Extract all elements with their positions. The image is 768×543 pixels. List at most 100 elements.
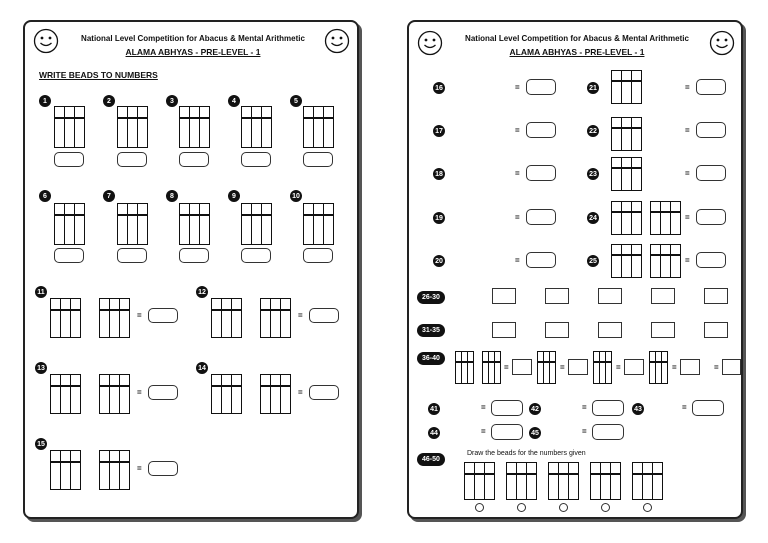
answer-box[interactable]: [598, 288, 622, 304]
abacus-frame: [650, 244, 681, 278]
number-circle[interactable]: [475, 503, 484, 512]
answer-box[interactable]: [117, 248, 147, 263]
answer-box[interactable]: [704, 322, 728, 338]
equals-sign: =: [137, 388, 142, 397]
equals-sign: =: [504, 363, 509, 372]
abacus-frame: [260, 374, 291, 414]
equals-sign: =: [515, 126, 520, 135]
answer-box[interactable]: [309, 385, 339, 400]
smiley-face-icon: [709, 30, 735, 56]
number-circle[interactable]: [517, 503, 526, 512]
abacus-frame: [241, 106, 272, 148]
number-circle[interactable]: [559, 503, 568, 512]
equals-sign: =: [298, 388, 303, 397]
abacus-frame: [650, 201, 681, 235]
answer-box[interactable]: [722, 359, 741, 375]
equals-sign: =: [685, 169, 690, 178]
question-number: 43: [632, 403, 644, 415]
answer-box[interactable]: [241, 152, 271, 167]
abacus-frame: [179, 203, 210, 245]
abacus-frame: [54, 106, 85, 148]
answer-box[interactable]: [696, 209, 726, 225]
answer-box[interactable]: [241, 248, 271, 263]
answer-box[interactable]: [526, 165, 556, 181]
abacus-frame: [179, 106, 210, 148]
abacus-frame: [99, 298, 130, 338]
answer-box[interactable]: [491, 424, 523, 440]
question-number: 1: [39, 95, 51, 107]
answer-box[interactable]: [303, 152, 333, 167]
answer-box[interactable]: [651, 322, 675, 338]
answer-box[interactable]: [54, 152, 84, 167]
abacus-frame: [611, 157, 642, 191]
answer-box[interactable]: [492, 322, 516, 338]
answer-box[interactable]: [692, 400, 724, 416]
abacus-frame: [611, 117, 642, 151]
answer-box[interactable]: [179, 248, 209, 263]
abacus-frame: [548, 462, 579, 500]
equals-sign: =: [616, 363, 621, 372]
equals-sign: =: [481, 403, 486, 412]
answer-box[interactable]: [545, 288, 569, 304]
range-label: 36-40: [417, 352, 445, 365]
question-number: 24: [587, 212, 599, 224]
answer-box[interactable]: [598, 322, 622, 338]
answer-box[interactable]: [680, 359, 700, 375]
abacus-frame: [211, 374, 242, 414]
equals-sign: =: [685, 213, 690, 222]
equals-sign: =: [582, 427, 587, 436]
answer-box[interactable]: [526, 209, 556, 225]
answer-box[interactable]: [592, 400, 624, 416]
worksheet-page-right: National Level Competition for Abacus & …: [407, 20, 743, 519]
question-number: 18: [433, 168, 445, 180]
abacus-frame: [593, 351, 612, 384]
number-circle[interactable]: [643, 503, 652, 512]
answer-box[interactable]: [592, 424, 624, 440]
equals-sign: =: [515, 83, 520, 92]
answer-box[interactable]: [651, 288, 675, 304]
answer-box[interactable]: [148, 385, 178, 400]
answer-box[interactable]: [526, 122, 556, 138]
answer-box[interactable]: [148, 308, 178, 323]
draw-instruction: Draw the beads for the numbers given: [467, 450, 586, 457]
question-number: 15: [35, 438, 47, 450]
number-circle[interactable]: [601, 503, 610, 512]
answer-box[interactable]: [696, 79, 726, 95]
abacus-frame: [241, 203, 272, 245]
answer-box[interactable]: [696, 122, 726, 138]
question-number: 12: [196, 286, 208, 298]
answer-box[interactable]: [117, 152, 147, 167]
answer-box[interactable]: [491, 400, 523, 416]
answer-box[interactable]: [696, 165, 726, 181]
answer-box[interactable]: [526, 252, 556, 268]
equals-sign: =: [714, 363, 719, 372]
worksheet-page-left: National Level Competition for Abacus & …: [23, 20, 359, 519]
equals-sign: =: [685, 83, 690, 92]
question-number: 17: [433, 125, 445, 137]
abacus-frame: [506, 462, 537, 500]
answer-box[interactable]: [545, 322, 569, 338]
abacus-frame: [590, 462, 621, 500]
answer-box[interactable]: [568, 359, 588, 375]
abacus-frame: [482, 351, 501, 384]
answer-box[interactable]: [148, 461, 178, 476]
question-number: 4: [228, 95, 240, 107]
abacus-frame: [649, 351, 668, 384]
answer-box[interactable]: [303, 248, 333, 263]
answer-box[interactable]: [512, 359, 532, 375]
equals-sign: =: [481, 427, 486, 436]
answer-box[interactable]: [179, 152, 209, 167]
question-number: 14: [196, 362, 208, 374]
answer-box[interactable]: [309, 308, 339, 323]
answer-box[interactable]: [624, 359, 644, 375]
answer-box[interactable]: [492, 288, 516, 304]
question-number: 22: [587, 125, 599, 137]
abacus-frame: [303, 106, 334, 148]
answer-box[interactable]: [696, 252, 726, 268]
abacus-frame: [50, 298, 81, 338]
answer-box[interactable]: [54, 248, 84, 263]
answer-box[interactable]: [526, 79, 556, 95]
equals-sign: =: [515, 213, 520, 222]
answer-box[interactable]: [704, 288, 728, 304]
abacus-frame: [260, 298, 291, 338]
